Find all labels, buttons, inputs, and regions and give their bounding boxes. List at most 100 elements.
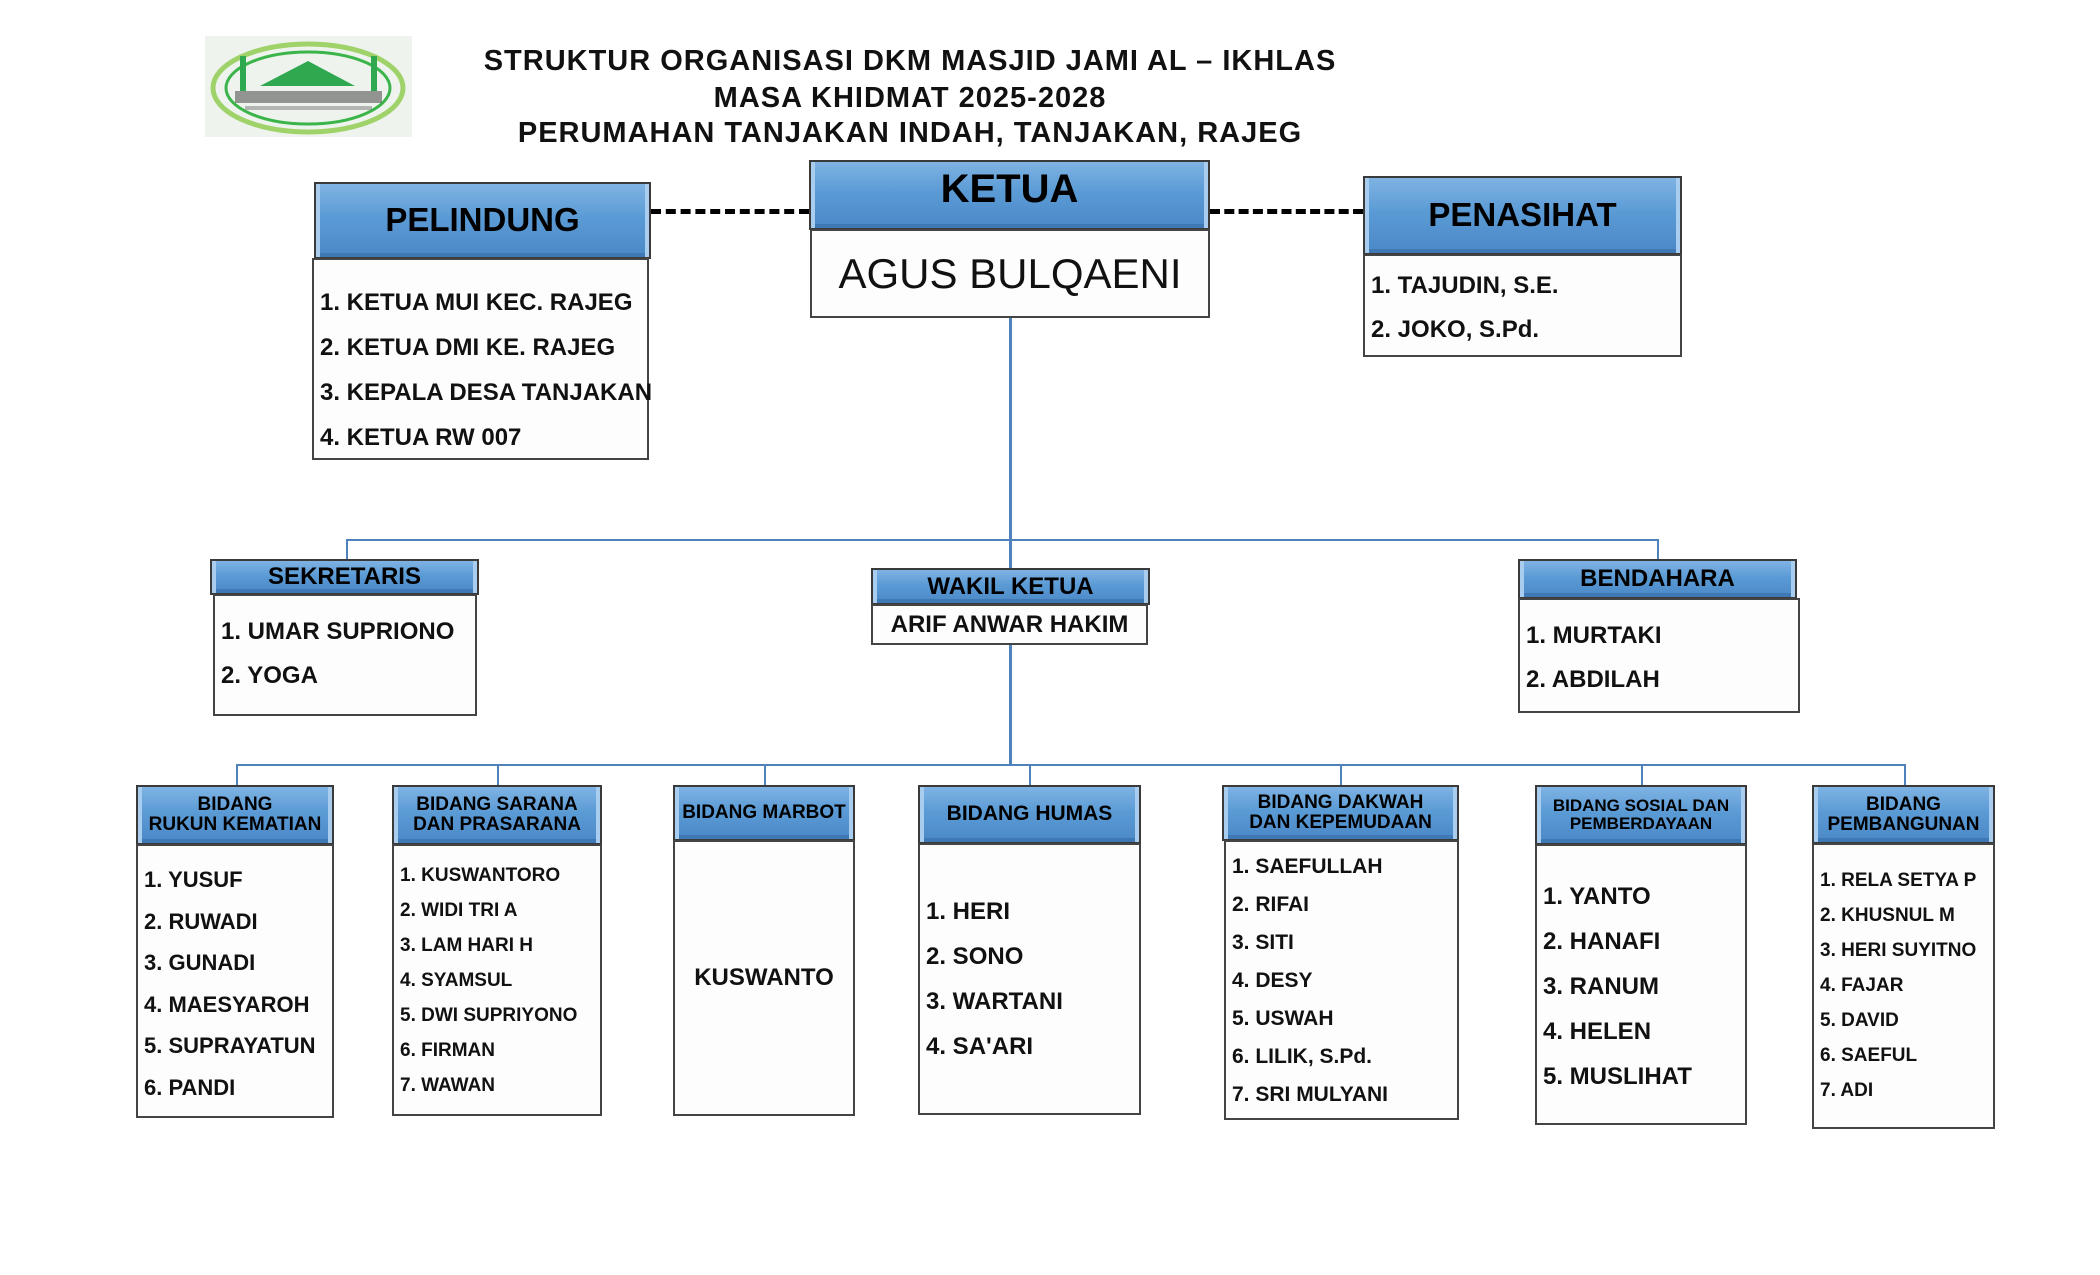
connector: [1641, 764, 1643, 786]
pelindung-list: 1. KETUA MUI KEC. RAJEG 2. KETUA DMI KE.…: [312, 258, 653, 460]
list-item: 3. RANUM: [1543, 973, 1660, 1000]
header-line: RUKUN KEMATIAN: [148, 814, 322, 835]
connector: [1009, 318, 1012, 766]
list-item: 4. MAESYAROH: [144, 991, 310, 1017]
header-line: DAN PRASARANA: [413, 814, 581, 835]
list-item: 3. HERI SUYITNO: [1820, 940, 1977, 961]
list-item: 1. HERI: [926, 898, 1011, 925]
list-item: 7. ADI: [1820, 1080, 1874, 1101]
header-line: BIDANG DAKWAH: [1257, 792, 1424, 814]
list-item: 6. FIRMAN: [400, 1040, 495, 1061]
bidang-humas-header: BIDANG HUMAS: [918, 785, 1141, 844]
bidang-rukun-kematian-header: BIDANG RUKUN KEMATIAN: [136, 785, 334, 845]
list-item: 1. TAJUDIN, S.E.: [1371, 272, 1559, 299]
connector: [497, 764, 499, 786]
header-line: BIDANG SARANA: [416, 794, 578, 816]
list-item: 2. WIDI TRI A: [400, 900, 518, 921]
list-item: KUSWANTO: [694, 964, 834, 991]
connector: [1904, 764, 1906, 786]
title-line-2: MASA KHIDMAT 2025-2028: [713, 82, 1107, 114]
list-item: 6. LILIK, S.Pd.: [1232, 1045, 1373, 1068]
connector: [346, 539, 348, 559]
logo: [205, 36, 412, 137]
header-line: BIDANG SOSIAL DAN: [1552, 796, 1730, 816]
list-item: 3. LAM HARI H: [400, 935, 533, 956]
list-item: 5. SUPRAYATUN: [144, 1033, 316, 1059]
bidang-humas-list: 1. HERI 2. SONO 3. WARTANI 4. SA'ARI: [918, 843, 1141, 1115]
bendahara-list: 1. MURTAKI 2. ABDILAH: [1518, 598, 1800, 713]
penasihat-list: 1. TAJUDIN, S.E. 2. JOKO, S.Pd.: [1363, 254, 1682, 357]
wakil-ketua-header: WAKIL KETUA: [871, 568, 1150, 605]
connector: [346, 539, 1659, 541]
connector: [764, 764, 766, 786]
list-item: 1. UMAR SUPRIONO: [221, 618, 455, 645]
list-item: 2. HANAFI: [1543, 928, 1661, 955]
list-item: 4. KETUA RW 007: [320, 424, 522, 451]
list-item: 1. SAEFULLAH: [1232, 855, 1383, 878]
bidang-sarana-list: 1. KUSWANTORO 2. WIDI TRI A 3. LAM HARI …: [392, 844, 602, 1116]
list-item: 5. MUSLIHAT: [1543, 1063, 1692, 1090]
header-line: BIDANG: [197, 794, 273, 816]
list-item: 2. KHUSNUL M: [1820, 905, 1955, 926]
list-item: 5. DWI SUPRIYONO: [400, 1005, 578, 1026]
list-item: 6. SAEFUL: [1820, 1045, 1918, 1066]
list-item: 1. YUSUF: [144, 867, 243, 892]
list-item: 3. GUNADI: [144, 950, 256, 976]
bidang-sosial-list: 1. YANTO 2. HANAFI 3. RANUM 4. HELEN 5. …: [1535, 844, 1747, 1125]
list-item: 6. PANDI: [144, 1074, 236, 1100]
list-item: 3. KEPALA DESA TANJAKAN: [320, 379, 653, 406]
pelindung-header: PELINDUNG: [314, 182, 651, 259]
list-item: 2. SONO: [926, 943, 1024, 970]
ketua-header: KETUA: [809, 160, 1210, 230]
bendahara-header: BENDAHARA: [1518, 559, 1797, 599]
list-item: 7. WAWAN: [400, 1075, 496, 1096]
list-item: 1. MURTAKI: [1526, 622, 1662, 649]
title-line-1: STRUKTUR ORGANISASI DKM MASJID JAMI AL –…: [483, 45, 1337, 77]
list-item: 3. SITI: [1232, 931, 1294, 954]
list-item: 2. JOKO, S.Pd.: [1371, 316, 1540, 343]
title-line-3: PERUMAHAN TANJAKAN INDAH, TANJAKAN, RAJE…: [517, 117, 1303, 149]
header-line: PEMBERDAYAAN: [1569, 814, 1713, 833]
ketua-name: AGUS BULQAENI: [810, 229, 1210, 318]
bidang-rukun-kematian-list: 1. YUSUF 2. RUWADI 3. GUNADI 4. MAESYARO…: [136, 844, 334, 1118]
bidang-marbot-header: BIDANG MARBOT: [673, 785, 855, 841]
list-item: 4. DESY: [1232, 969, 1313, 992]
list-item: 3. WARTANI: [926, 988, 1063, 1015]
bidang-marbot-list: KUSWANTO: [673, 840, 855, 1116]
list-item: 7. SRI MULYANI: [1232, 1083, 1388, 1106]
penasihat-header: PENASIHAT: [1363, 176, 1682, 255]
list-item: 4. HELEN: [1543, 1018, 1652, 1045]
connector: [1340, 764, 1342, 786]
list-item: 2. RUWADI: [144, 908, 258, 934]
bidang-sarana-header: BIDANG SARANA DAN PRASARANA: [392, 785, 602, 845]
list-item: 5. DAVID: [1820, 1010, 1899, 1031]
connector: [236, 764, 238, 786]
header-line: BIDANG: [1866, 793, 1941, 815]
list-item: 1. KETUA MUI KEC. RAJEG: [320, 289, 633, 316]
list-item: 2. RIFAI: [1232, 893, 1310, 916]
connector: [1657, 539, 1659, 559]
bidang-sosial-header: BIDANG SOSIAL DAN PEMBERDAYAAN: [1535, 785, 1747, 845]
list-item: 4. SYAMSUL: [400, 970, 513, 991]
header-line: PEMBANGUNAN: [1827, 813, 1980, 835]
list-item: 1. RELA SETYA P: [1820, 870, 1977, 891]
list-item: 2. ABDILAH: [1526, 666, 1660, 693]
sekretaris-list: 1. UMAR SUPRIONO 2. YOGA: [213, 594, 477, 716]
bidang-pembangunan-list: 1. RELA SETYA P 2. KHUSNUL M 3. HERI SUY…: [1812, 843, 1995, 1129]
list-item: 5. USWAH: [1232, 1007, 1334, 1030]
bidang-dakwah-header: BIDANG DAKWAH DAN KEPEMUDAAN: [1222, 785, 1459, 841]
list-item: 1. KUSWANTORO: [400, 865, 561, 886]
connector: [236, 764, 1906, 766]
wakil-ketua-name: ARIF ANWAR HAKIM: [871, 604, 1148, 645]
list-item: 2. KETUA DMI KE. RAJEG: [320, 334, 616, 361]
connector: [1029, 764, 1031, 786]
header-line: DAN KEPEMUDAAN: [1249, 812, 1432, 833]
list-item: 4. SA'ARI: [926, 1033, 1034, 1060]
bidang-dakwah-list: 1. SAEFULLAH 2. RIFAI 3. SITI 4. DESY 5.…: [1224, 840, 1459, 1120]
list-item: 2. YOGA: [221, 662, 318, 689]
bidang-pembangunan-header: BIDANG PEMBANGUNAN: [1812, 785, 1995, 844]
dashed-connector-left: [651, 209, 809, 214]
list-item: 1. YANTO: [1543, 883, 1651, 910]
list-item: 4. FAJAR: [1820, 975, 1904, 996]
dashed-connector-right: [1210, 209, 1363, 214]
